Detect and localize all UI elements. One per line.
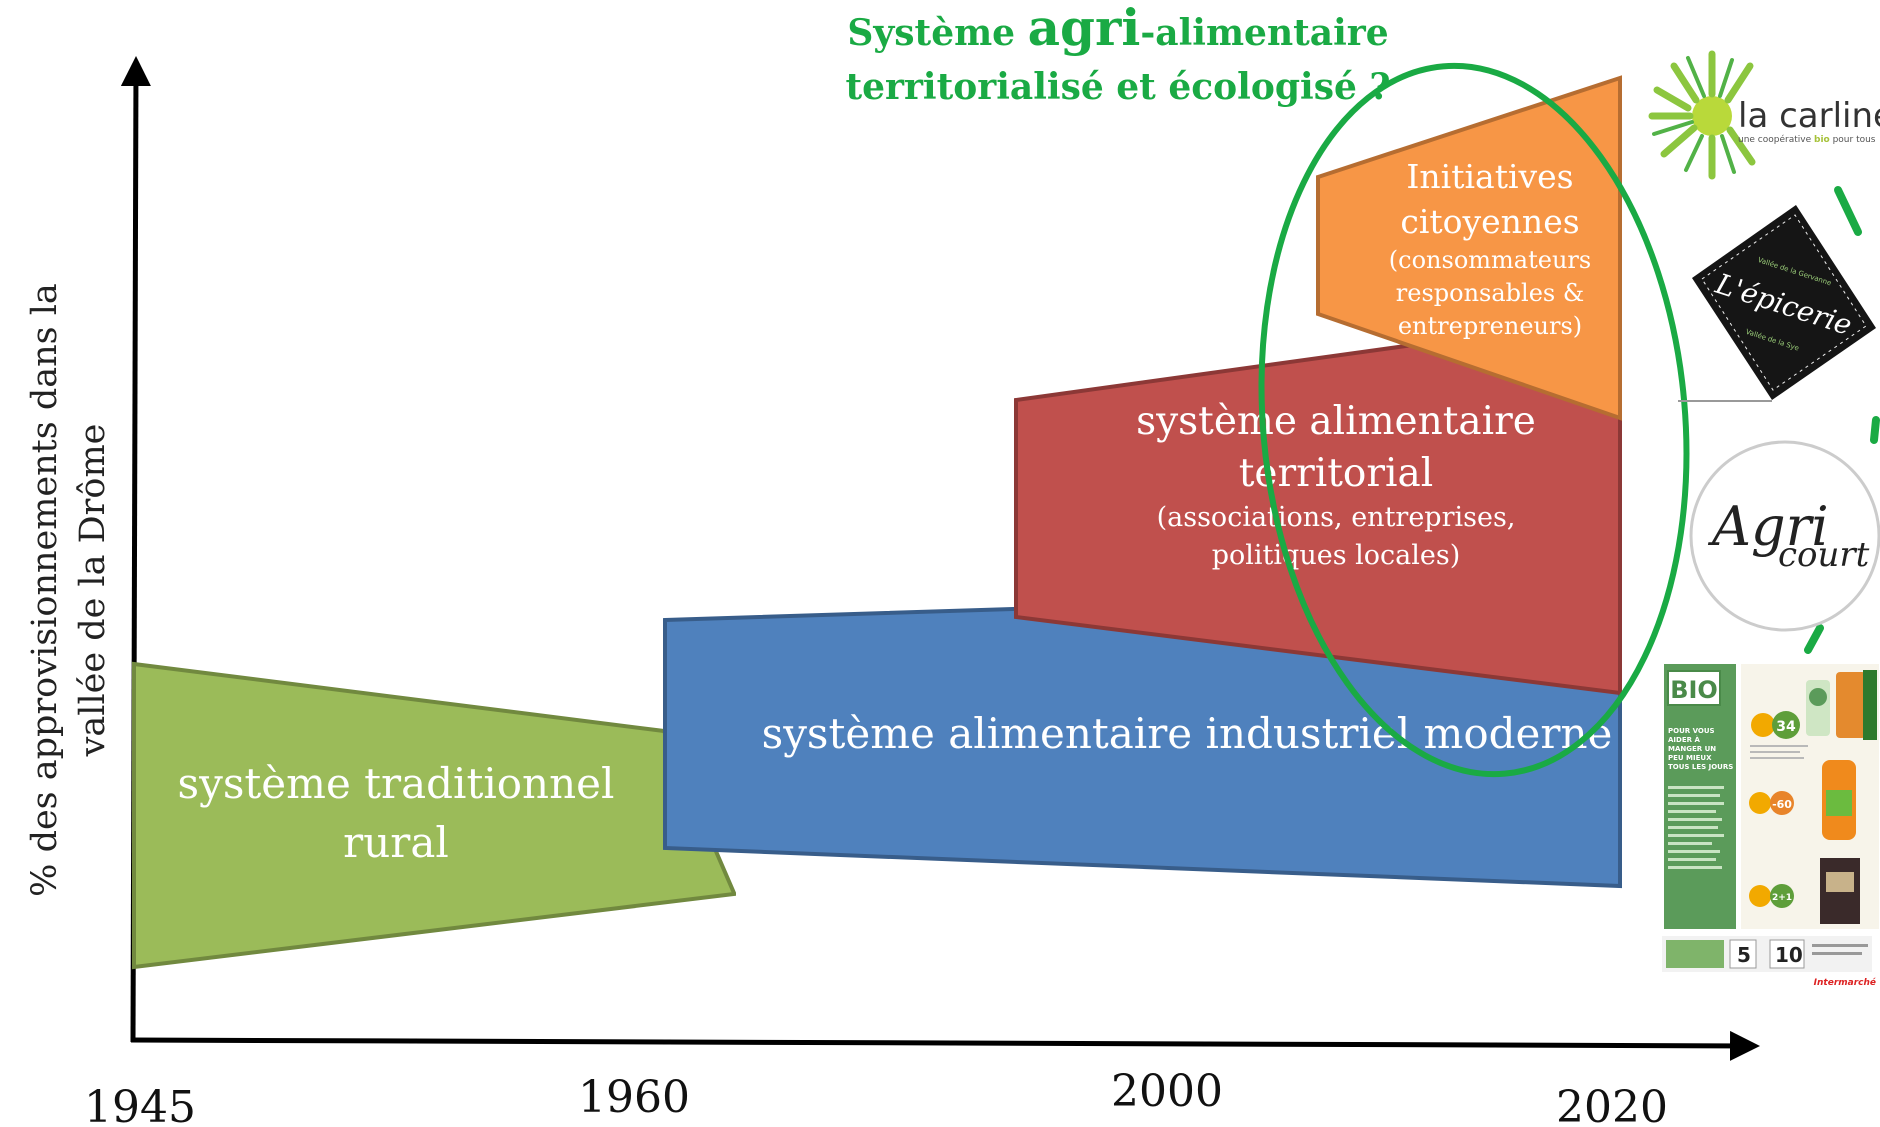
shape-traditional-system bbox=[132, 661, 736, 970]
svg-text:POUR VOUS: POUR VOUS bbox=[1668, 727, 1715, 735]
svg-text:2+1: 2+1 bbox=[1772, 893, 1792, 903]
label-citizen-line1: Initiatives bbox=[1406, 157, 1573, 196]
shape-territorial-system bbox=[1014, 341, 1622, 696]
logo-agricourt: Agri court bbox=[1689, 440, 1880, 632]
diagram-title-line2: territorialisé et écologisé ? bbox=[845, 66, 1390, 108]
sunburst-icon bbox=[1648, 50, 1756, 180]
label-citizen-sub3: entrepreneurs) bbox=[1398, 312, 1582, 340]
label-citizen-sub1: (consommateurs bbox=[1389, 246, 1591, 274]
x-axis bbox=[130, 1030, 1760, 1061]
logo-epicerie: Vallée de la Gervanne L'épicerie Vallée … bbox=[1678, 205, 1876, 402]
x-tick-1960: 1960 bbox=[578, 1072, 690, 1123]
x-tick-2000: 2000 bbox=[1111, 1066, 1223, 1117]
label-citizen-sub2: responsables & bbox=[1396, 279, 1584, 307]
label-territorial-sub1: (associations, entreprises, bbox=[1157, 502, 1516, 533]
shape-citizen-initiatives bbox=[1316, 75, 1622, 421]
label-citizen-line2: citoyennes bbox=[1400, 202, 1579, 241]
logo-la-carline: la carline une coopérative bio pour tous bbox=[1648, 50, 1880, 180]
label-traditional-line1: système traditionnel bbox=[178, 759, 615, 808]
diagram-title-line1: Système agri-alimentaire bbox=[847, 0, 1388, 57]
svg-text:AIDER À: AIDER À bbox=[1668, 735, 1700, 744]
carline-tagline: une coopérative bio pour tous bbox=[1738, 134, 1876, 145]
carline-name: la carline bbox=[1738, 96, 1880, 136]
label-traditional-line2: rural bbox=[343, 818, 449, 867]
agricourt-court: court bbox=[1778, 535, 1870, 575]
svg-text:34: 34 bbox=[1776, 719, 1796, 735]
svg-text:PEU MIEUX: PEU MIEUX bbox=[1668, 754, 1712, 762]
svg-text:5: 5 bbox=[1737, 943, 1751, 967]
label-territorial-sub2: politiques locales) bbox=[1212, 540, 1461, 571]
svg-text:% des approvisionnements dans: % des approvisionnements dans la bbox=[25, 283, 65, 897]
svg-text:MANGER UN: MANGER UN bbox=[1668, 745, 1716, 753]
x-tick-2020: 2020 bbox=[1556, 1082, 1668, 1127]
label-industrial: système alimentaire industriel moderne bbox=[762, 709, 1613, 758]
agricourt-agri: Agri bbox=[1707, 495, 1829, 558]
y-axis-label: % des approvisionnements dans la vallée … bbox=[25, 283, 113, 897]
svg-text:10: 10 bbox=[1775, 943, 1803, 967]
flyer-brand: Intermarché bbox=[1814, 977, 1876, 988]
accent-dash-1 bbox=[1834, 186, 1862, 236]
svg-text:-60: -60 bbox=[1772, 798, 1792, 811]
accent-dash-3 bbox=[1870, 416, 1880, 444]
label-territorial-line1: système alimentaire bbox=[1136, 399, 1536, 444]
promo-flyer: BIO POUR VOUS AIDER À MANGER UN PEU MIEU… bbox=[1662, 655, 1880, 990]
x-tick-1945: 1945 bbox=[84, 1082, 196, 1127]
accent-dash-2 bbox=[1804, 624, 1824, 654]
svg-text:TOUS LES JOURS: TOUS LES JOURS bbox=[1668, 763, 1733, 771]
flyer-bio-badge: BIO bbox=[1670, 676, 1718, 704]
svg-text:vallée de la Drôme: vallée de la Drôme bbox=[73, 424, 113, 758]
